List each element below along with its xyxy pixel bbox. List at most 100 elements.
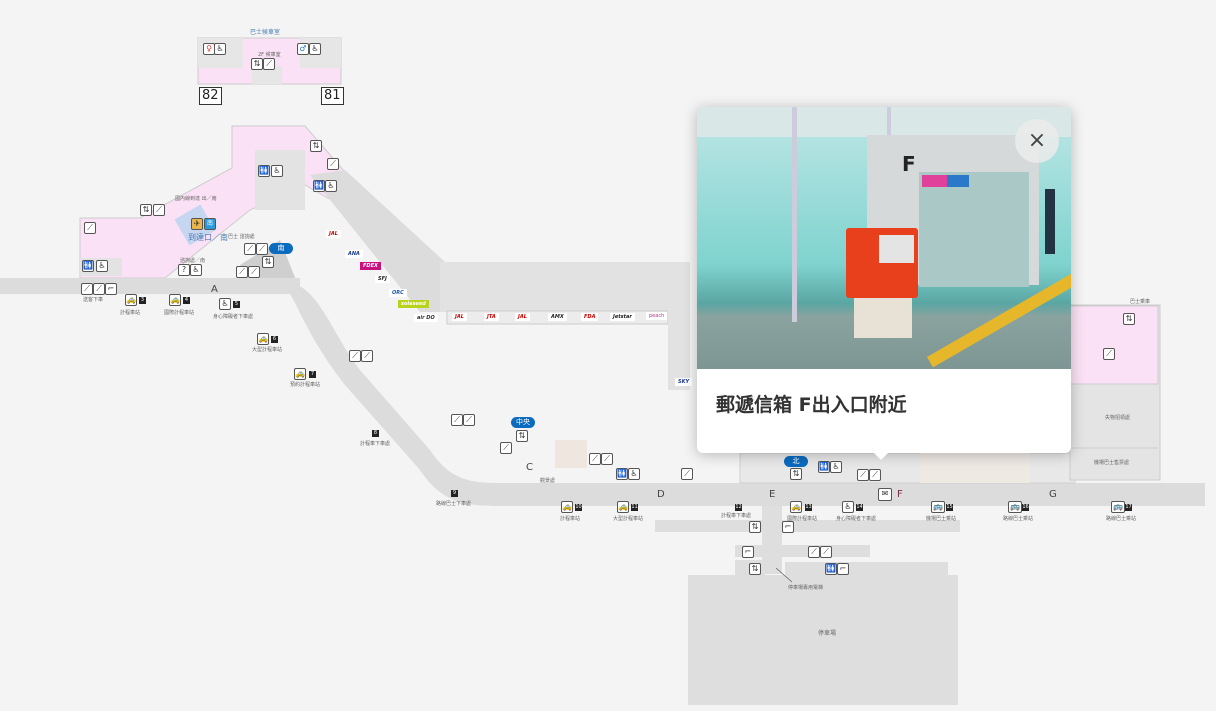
escalator-icon[interactable]: ⟋ [857, 469, 869, 481]
elevator-icon[interactable]: ⇅ [262, 256, 274, 268]
lost-found-label: 失物招領處 [1105, 415, 1131, 421]
central-badge[interactable]: 中央 [511, 417, 535, 428]
mailbox-icon[interactable]: ✉ [878, 488, 892, 501]
stairs-icon[interactable]: ⌐ [782, 521, 794, 533]
restroom-icon[interactable]: 🚻 [616, 468, 628, 480]
stop-number: 15 [946, 504, 953, 511]
bus-ticket-label: 機場巴士售票處 [1094, 460, 1130, 466]
elevator-icon[interactable]: ⇅ [310, 140, 322, 152]
restroom-icon[interactable]: 🚻 [818, 461, 830, 473]
gate-82[interactable]: 82 [199, 87, 222, 105]
walkway-west [0, 278, 300, 294]
airline-logo: SFJ [375, 275, 390, 283]
airline-logo: FDEX [360, 262, 381, 270]
walkway-curve [290, 282, 500, 506]
escalator-icon[interactable]: ⟋ [1103, 348, 1115, 360]
south-exit-label: 到達口／南 [188, 233, 228, 242]
escalator-icon[interactable]: ⟋ [820, 546, 832, 558]
elevator-icon[interactable]: ⇅ [1123, 313, 1135, 325]
stop-number: 16 [1022, 504, 1029, 511]
stop-number: 17 [1125, 504, 1132, 511]
wheelchair-icon[interactable]: ♿ [214, 43, 226, 55]
door-c[interactable]: C [526, 462, 533, 473]
location-popup: F 郵遞信箱 F出入口附近 [697, 107, 1071, 453]
escalator-icon[interactable]: ⟋ [81, 283, 93, 295]
stop-label: 路線巴士乘站 [1003, 516, 1034, 522]
escalator-icon[interactable]: ⟋ [463, 414, 475, 426]
south-sign-icon: 南 [204, 218, 216, 230]
taxi-icon: 🚕 [561, 501, 573, 513]
wheelchair-icon[interactable]: ♿ [309, 43, 321, 55]
door-g[interactable]: G [1049, 489, 1057, 500]
south-badge[interactable]: 南 [269, 243, 293, 254]
escalator-icon[interactable]: ⟋ [248, 266, 260, 278]
information-icon[interactable]: ? [178, 264, 190, 276]
stairs-icon[interactable]: ⌐ [742, 546, 754, 558]
airline-logo: solaseed [398, 300, 429, 308]
elevator-icon[interactable]: ⇅ [749, 563, 761, 575]
escalator-icon[interactable]: ⟋ [361, 350, 373, 362]
wheelchair-icon[interactable]: ♿ [96, 260, 108, 272]
elevator-icon[interactable]: ⇅ [516, 430, 528, 442]
stop-number: 5 [233, 301, 240, 308]
baggage-label: 巴士 諮詢處 [228, 234, 255, 240]
restroom-icon[interactable]: ♂ [297, 43, 309, 55]
restroom-icon[interactable]: 🚻 [258, 165, 270, 177]
popup-title: 郵遞信箱 F出入口附近 [716, 394, 907, 416]
escalator-icon[interactable]: ⟋ [263, 58, 275, 70]
elevator-icon[interactable]: ⇅ [251, 58, 263, 70]
wheelchair-icon[interactable]: ♿ [628, 468, 640, 480]
stop-label: 大型計程車站 [613, 516, 644, 522]
gate-81[interactable]: 81 [321, 87, 344, 105]
elevator-icon[interactable]: ⇅ [790, 468, 802, 480]
escalator-icon[interactable]: ⟋ [244, 243, 256, 255]
escalator-icon[interactable]: ⟋ [589, 453, 601, 465]
stop-label: 身心障礙者下車處 [213, 314, 254, 320]
door-d[interactable]: D [657, 489, 665, 500]
escalator-icon[interactable]: ⟋ [256, 243, 268, 255]
taxi-icon: 🚕 [790, 501, 802, 513]
escalator-icon[interactable]: ⟋ [601, 453, 613, 465]
escalator-icon[interactable]: ⟋ [500, 442, 512, 454]
door-e[interactable]: E [769, 489, 776, 500]
stop-label: 國際計程車站 [787, 516, 818, 522]
door-f[interactable]: F [897, 489, 903, 500]
stop-label: 計程車下車處 [360, 441, 391, 447]
restroom-icon[interactable]: 🚻 [825, 563, 837, 575]
restroom-icon[interactable]: 🚻 [82, 260, 94, 272]
escalator-icon[interactable]: ⟋ [808, 546, 820, 558]
escalator-icon[interactable]: ⟋ [327, 158, 339, 170]
close-button[interactable]: × [1015, 119, 1059, 163]
elevator-icon[interactable]: ⇅ [140, 204, 152, 216]
restroom-icon[interactable]: 🚻 [313, 180, 325, 192]
door-a[interactable]: A [211, 284, 218, 295]
wheelchair-icon[interactable]: ♿ [271, 165, 283, 177]
stop-label: 路線巴士下車處 [436, 501, 472, 507]
taxi-icon: 🚕 [617, 501, 629, 513]
airline-logo: ORC [389, 289, 407, 297]
escalator-icon[interactable]: ⟋ [236, 266, 248, 278]
escalator-icon[interactable]: ⟋ [84, 222, 96, 234]
escalator-icon[interactable]: ⟋ [153, 204, 165, 216]
info-label: 諮詢處／南 [180, 258, 206, 264]
stop-label: 國際計程車站 [164, 310, 195, 316]
stop-label: 大型計程車站 [252, 347, 283, 353]
stop-number: 7 [309, 371, 316, 378]
parking [688, 575, 958, 705]
elevator-icon[interactable]: ⇅ [749, 521, 761, 533]
stop-label: 計程車站 [120, 310, 141, 316]
stop-number: 14 [856, 504, 863, 511]
wheelchair-icon[interactable]: ♿ [830, 461, 842, 473]
stairs-icon[interactable]: ⌐ [837, 563, 849, 575]
escalator-icon[interactable]: ⟋ [869, 469, 881, 481]
stairs-icon[interactable]: ⌐ [105, 283, 117, 295]
wheelchair-icon: ♿ [219, 298, 231, 310]
escalator-icon[interactable]: ⟋ [681, 468, 693, 480]
escalator-icon[interactable]: ⟋ [451, 414, 463, 426]
north-badge[interactable]: 北 [784, 456, 808, 467]
escalator-icon[interactable]: ⟋ [349, 350, 361, 362]
wheelchair-icon[interactable]: ♿ [190, 264, 202, 276]
escalator-icon[interactable]: ⟋ [93, 283, 105, 295]
wheelchair-icon[interactable]: ♿ [325, 180, 337, 192]
